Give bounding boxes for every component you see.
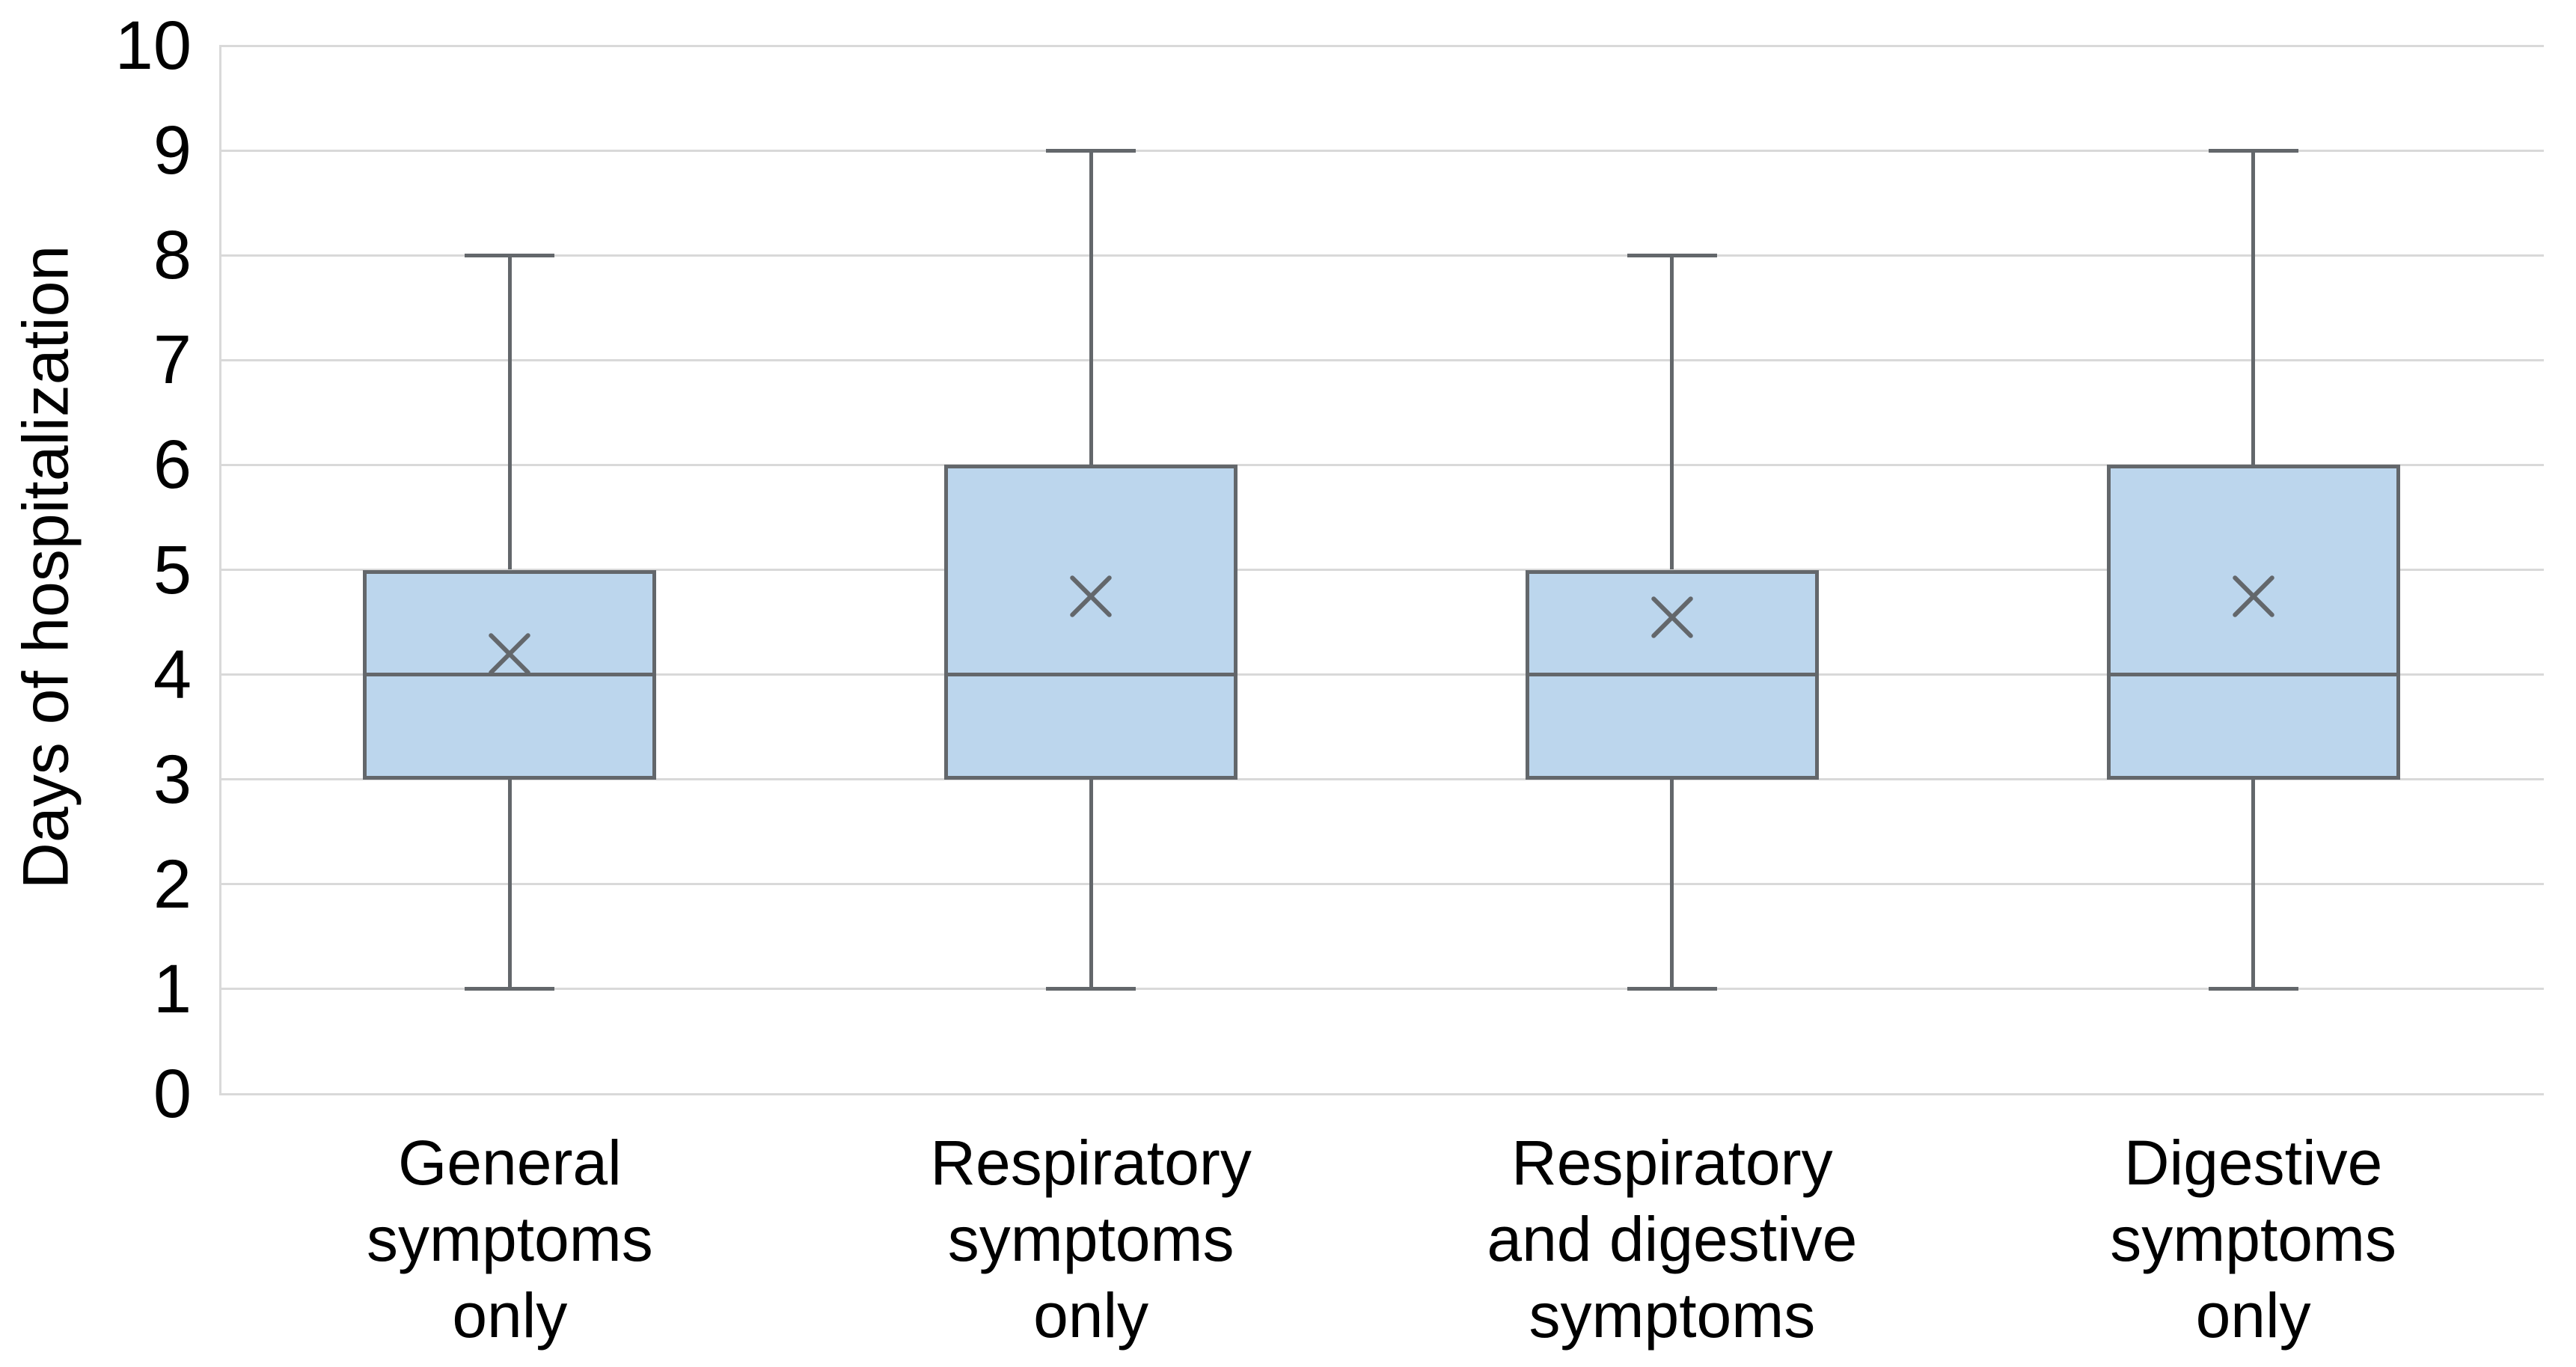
min-whisker-cap bbox=[465, 987, 555, 991]
y-tick-label-3: 3 bbox=[153, 741, 192, 818]
y-tick-label-5: 5 bbox=[153, 531, 192, 608]
gridline-y-4 bbox=[219, 673, 2544, 676]
y-tick-label-9: 9 bbox=[153, 112, 192, 189]
gridline-y-0 bbox=[219, 1092, 2544, 1095]
iqr-box bbox=[2106, 465, 2400, 780]
mean-x-marker bbox=[2231, 574, 2275, 618]
y-tick-label-8: 8 bbox=[153, 217, 192, 294]
max-whisker-cap bbox=[1046, 148, 1136, 153]
max-whisker-cap bbox=[1627, 253, 1717, 257]
max-whisker-cap bbox=[465, 253, 555, 257]
y-tick-label-10: 10 bbox=[114, 7, 192, 84]
y-tick-label-2: 2 bbox=[153, 845, 192, 923]
y-tick-label-0: 0 bbox=[153, 1056, 192, 1132]
median-line bbox=[1525, 673, 1819, 677]
x-axis-category-labels: General symptoms only Respiratory symptom… bbox=[219, 1125, 2544, 1367]
min-whisker-cap bbox=[1627, 987, 1717, 991]
y-axis-line bbox=[219, 46, 221, 1094]
max-whisker-cap bbox=[2208, 148, 2298, 153]
gridline-y-2 bbox=[219, 883, 2544, 886]
upper-whisker-line bbox=[2251, 150, 2256, 465]
lower-whisker-line bbox=[507, 779, 512, 989]
mean-x-marker bbox=[488, 631, 532, 676]
gridline-y-1 bbox=[219, 988, 2544, 991]
y-tick-label-6: 6 bbox=[153, 426, 192, 504]
y-tick-label-4: 4 bbox=[153, 636, 192, 713]
y-tick-label-7: 7 bbox=[153, 322, 192, 399]
gridline-y-6 bbox=[219, 463, 2544, 466]
gridline-y-9 bbox=[219, 149, 2544, 152]
iqr-box bbox=[944, 465, 1238, 780]
y-axis-tick-labels: 0 1 2 3 4 5 6 7 8 9 10 bbox=[0, 0, 192, 1367]
plot-area bbox=[219, 44, 2544, 1095]
gridline-y-8 bbox=[219, 254, 2544, 257]
min-whisker-cap bbox=[2208, 987, 2298, 991]
category-label: Digestive symptoms only bbox=[2110, 1128, 2396, 1351]
category-label: Respiratory symptoms only bbox=[930, 1128, 1252, 1351]
median-line bbox=[2106, 673, 2400, 677]
upper-whisker-line bbox=[1670, 255, 1674, 570]
gridline-y-10 bbox=[219, 44, 2544, 47]
gridline-y-7 bbox=[219, 358, 2544, 361]
lower-whisker-line bbox=[1670, 779, 1674, 989]
lower-whisker-line bbox=[2251, 779, 2256, 989]
y-tick-label-1: 1 bbox=[153, 950, 192, 1027]
mean-x-marker bbox=[1650, 595, 1694, 639]
category-label: General symptoms only bbox=[367, 1128, 653, 1351]
lower-whisker-line bbox=[1089, 779, 1093, 989]
category-label: Respiratory and digestive symptoms bbox=[1487, 1128, 1858, 1351]
min-whisker-cap bbox=[1046, 987, 1136, 991]
upper-whisker-line bbox=[507, 255, 512, 570]
mean-x-marker bbox=[1069, 574, 1113, 618]
upper-whisker-line bbox=[1089, 150, 1093, 465]
median-line bbox=[944, 673, 1238, 677]
gridline-y-5 bbox=[219, 569, 2544, 571]
gridline-y-3 bbox=[219, 778, 2544, 781]
median-line bbox=[363, 673, 657, 677]
